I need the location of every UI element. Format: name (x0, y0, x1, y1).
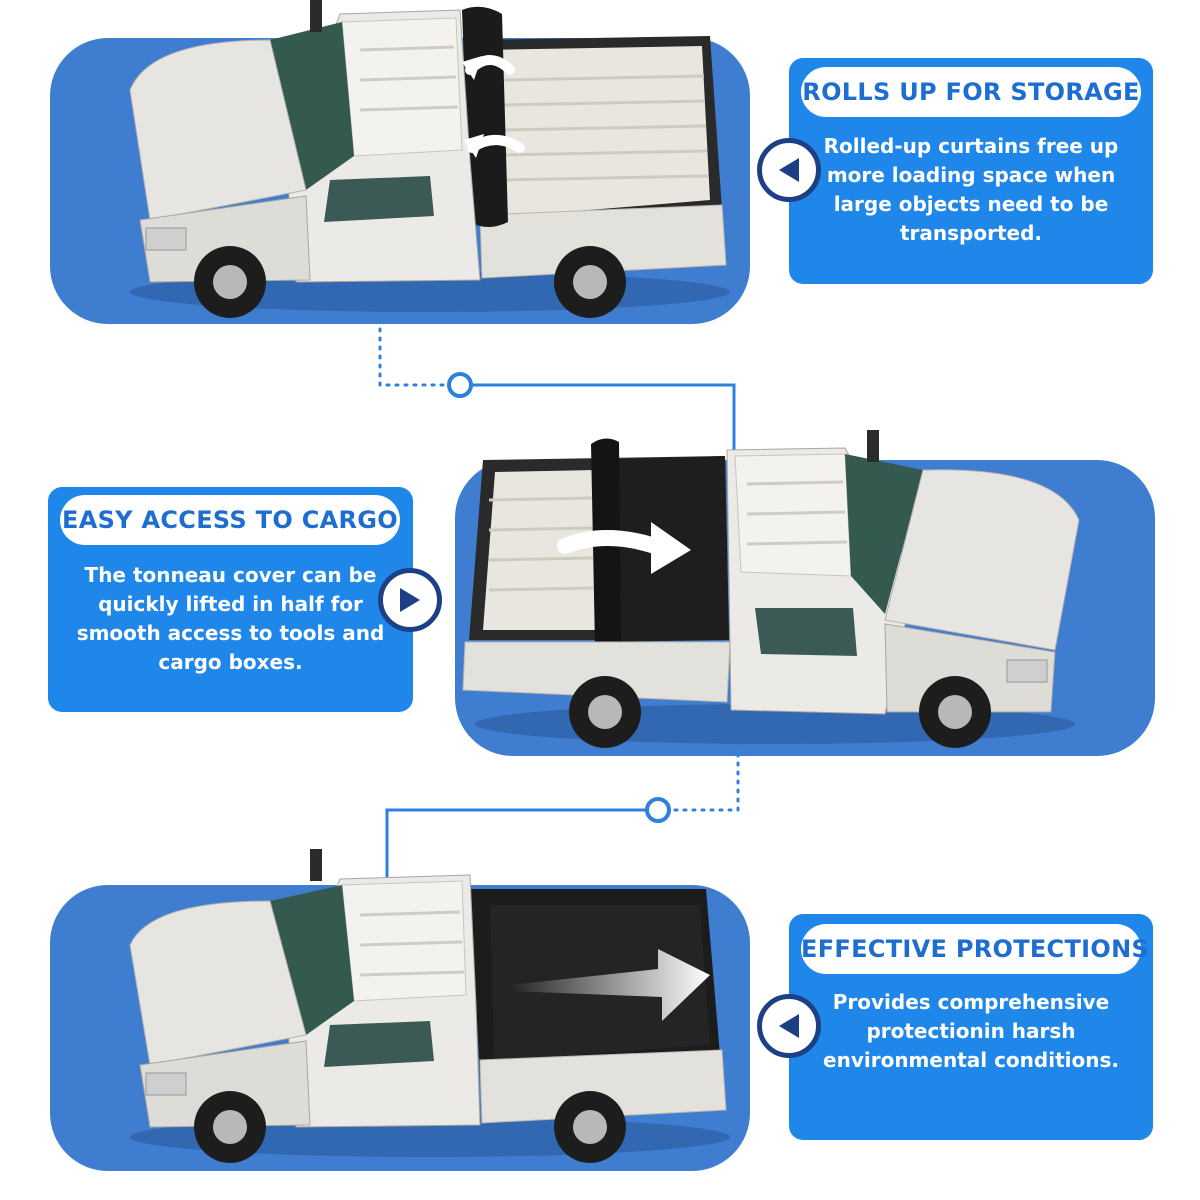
feature-card-protection: EFFECTIVE PROTECTIONS Provides comprehen… (789, 914, 1153, 1140)
feature-title: ROLLS UP FOR STORAGE (801, 67, 1141, 117)
feature-description: Rolled-up curtains free up more loading … (823, 134, 1119, 245)
connector-solid-2 (385, 808, 648, 880)
arrow-right-icon (378, 568, 442, 632)
feature-card-rolls-up: ROLLS UP FOR STORAGE Rolled-up curtains … (789, 58, 1153, 284)
feature-card-easy-access: EASY ACCESS TO CARGO The tonneau cover c… (48, 487, 413, 712)
truck-closed-cover (129, 849, 730, 1163)
feature-description: Provides comprehensive protectionin hars… (823, 990, 1119, 1072)
truck-folded-cover (462, 430, 1080, 748)
connector-dotted-1 (378, 318, 460, 387)
arrow-left-icon (757, 994, 821, 1058)
connector-dotted-2 (668, 743, 740, 812)
feature-description: The tonneau cover can be quickly lifted … (76, 563, 385, 674)
feature-title: EASY ACCESS TO CARGO (60, 495, 400, 545)
connector-node-1 (447, 372, 473, 398)
feature-title: EFFECTIVE PROTECTIONS (801, 924, 1149, 974)
arrow-left-icon (757, 138, 821, 202)
connector-node-2 (645, 797, 671, 823)
truck-rolled-cover (129, 0, 730, 318)
connector-solid-1 (472, 383, 736, 455)
